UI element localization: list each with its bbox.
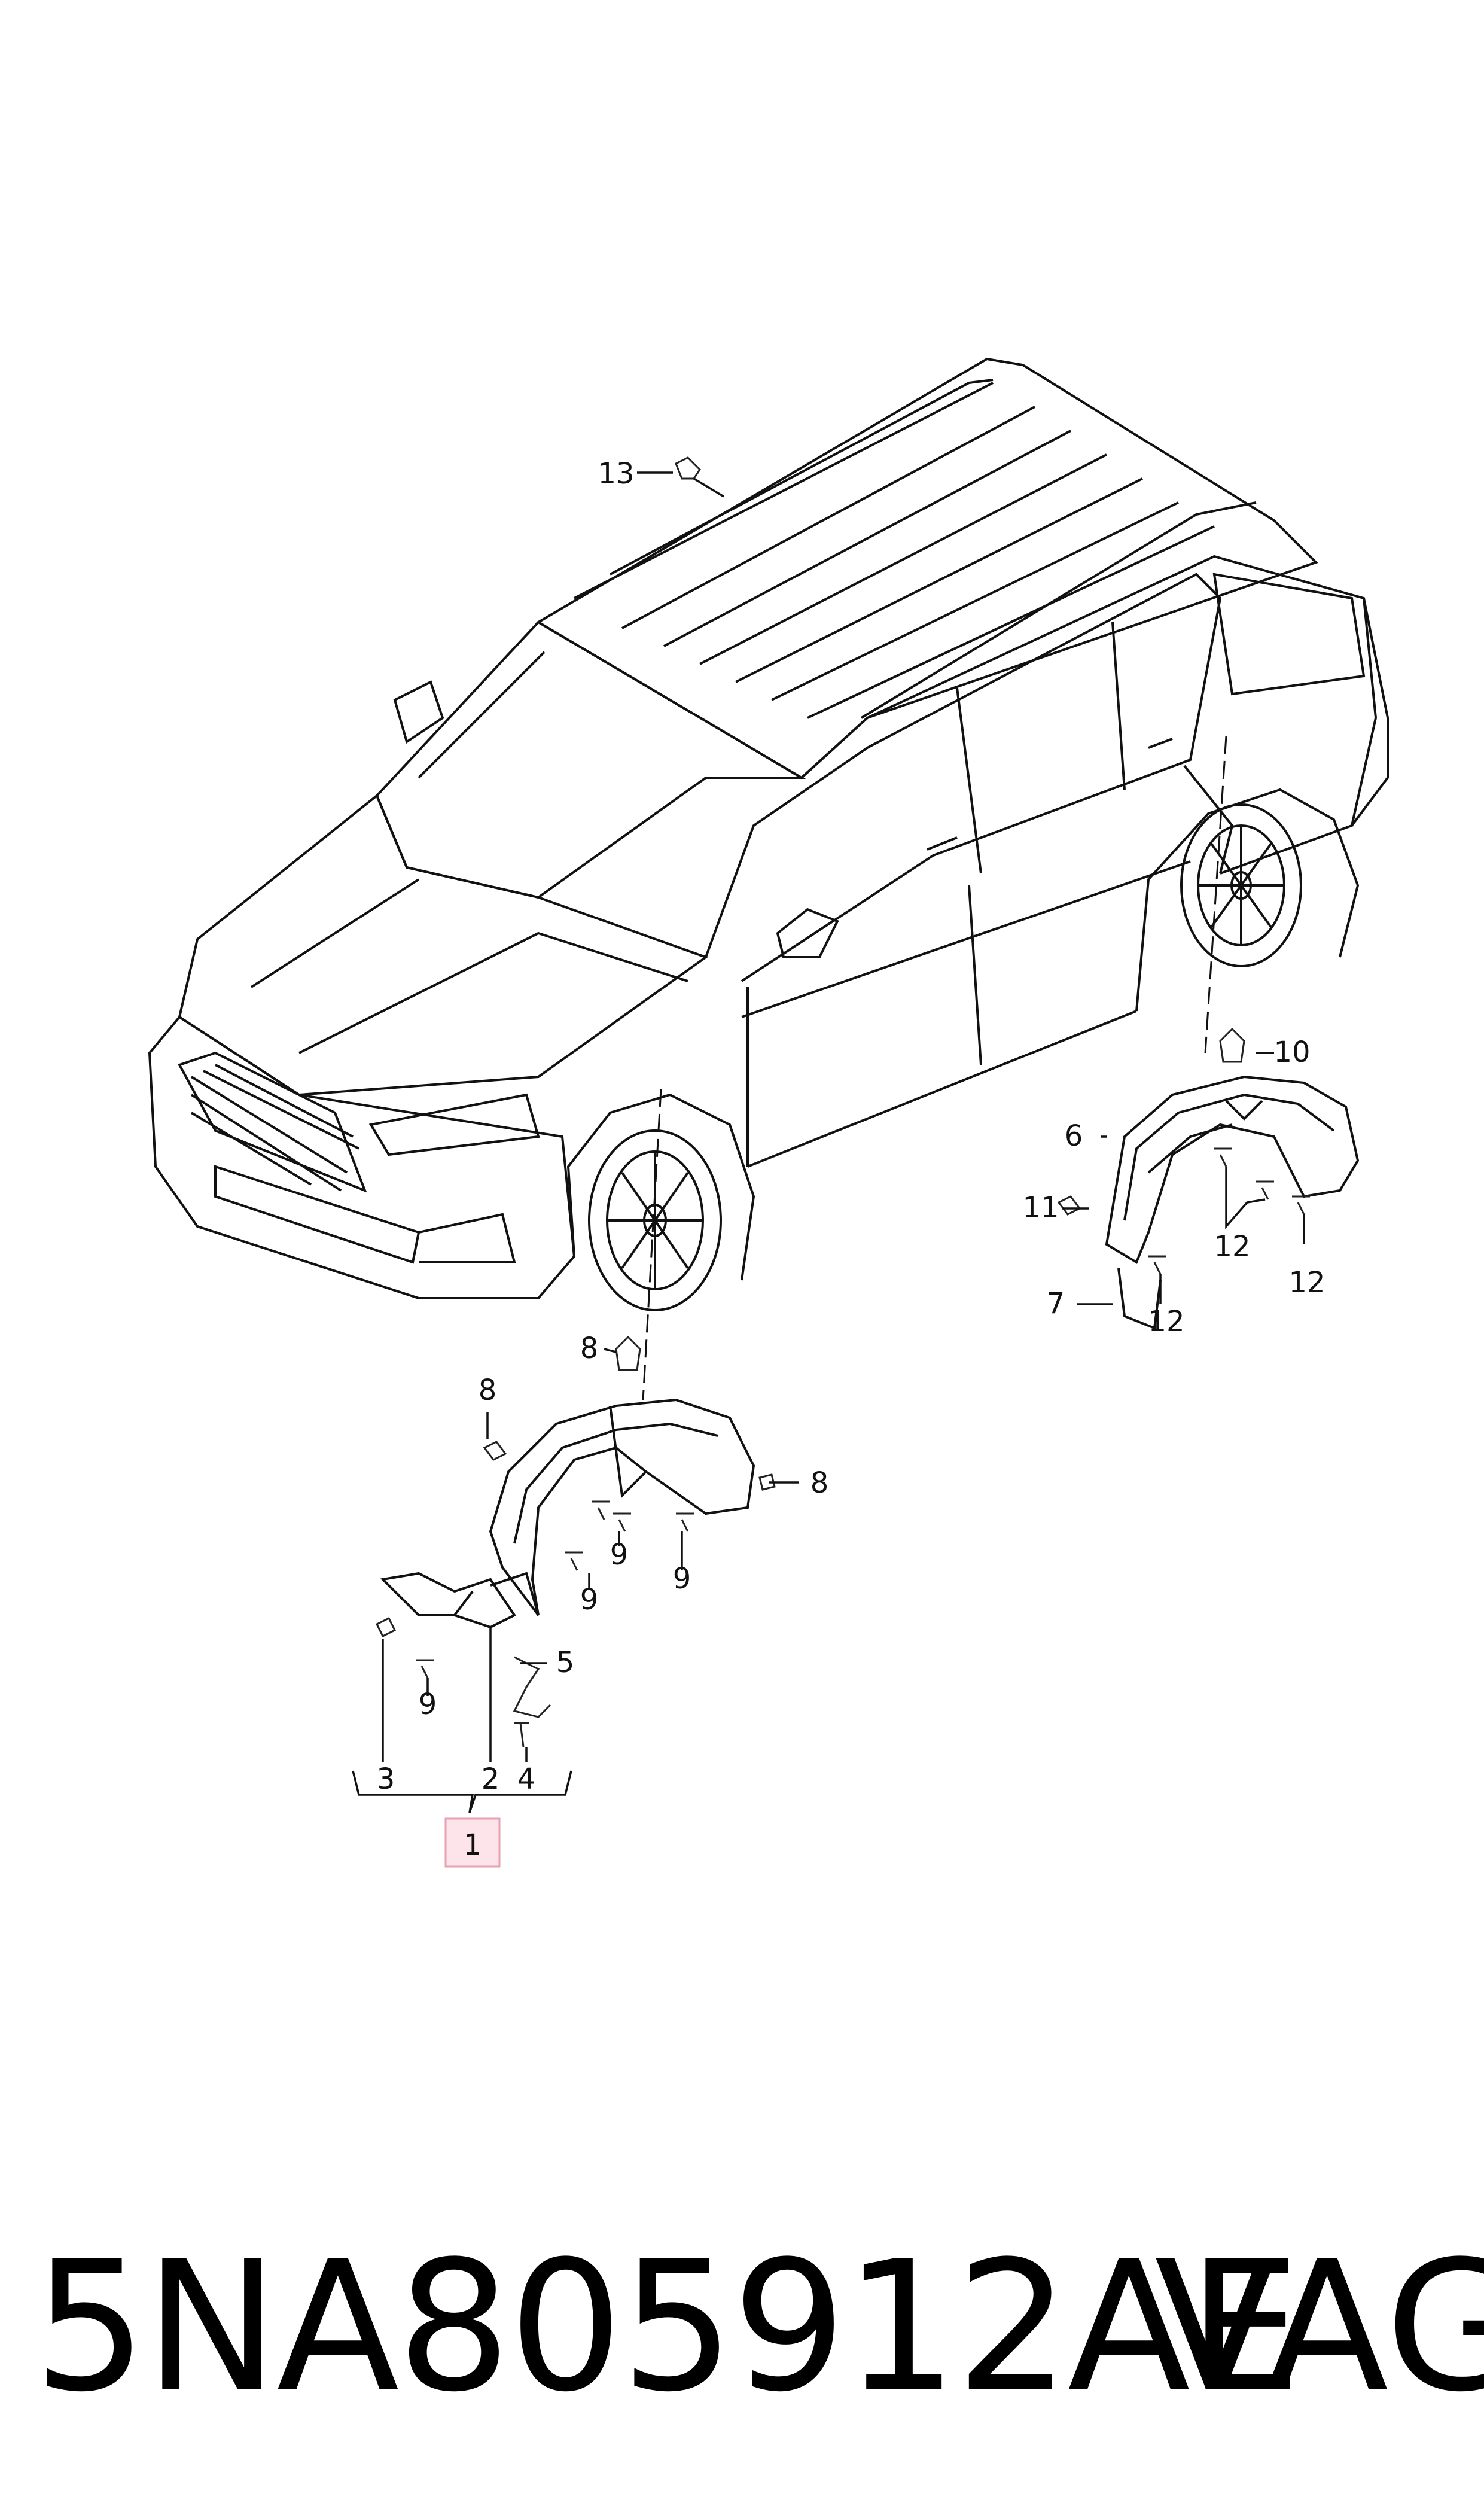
brand-name: VAG [1154, 2222, 1484, 2431]
bracket-2-5-icon [513, 1656, 551, 1718]
clip-8-right-icon [758, 1473, 776, 1491]
clip-13-icon [675, 456, 701, 480]
clip-8-left-icon [483, 1441, 507, 1461]
callout-10: 10 [1273, 1036, 1310, 1069]
screw-9d-icon [565, 1551, 583, 1571]
screw-12a-icon [1214, 1147, 1232, 1167]
front-locator-line [642, 1088, 662, 1400]
screw-9e-icon [416, 1659, 434, 1679]
part-number: 5NA805912AE [33, 2222, 1301, 2431]
screw-9a-icon [613, 1512, 631, 1532]
callout-12-c: 12 [1148, 1305, 1184, 1338]
callout-8-right: 8 [810, 1466, 829, 1500]
callout-7: 7 [1047, 1287, 1065, 1320]
callout-12-b: 12 [1288, 1266, 1325, 1299]
fastener-glyphs [375, 456, 1310, 1747]
clip-11-icon [1057, 1195, 1081, 1216]
callout-2: 2 [482, 1762, 500, 1796]
nut-10-icon [1219, 1027, 1245, 1063]
callout-13: 13 [598, 457, 634, 491]
rear-locator-line [1204, 735, 1227, 1054]
leader-lines [352, 471, 1305, 1813]
callout-11: 11 [1022, 1191, 1059, 1225]
screw-12d-icon [1148, 1255, 1166, 1275]
vehicle-illustration [148, 357, 1389, 1311]
callout-9-b: 9 [673, 1562, 691, 1596]
callout-9-d: 9 [419, 1688, 437, 1721]
screw-12c-icon [1292, 1195, 1310, 1215]
callout-4: 4 [517, 1762, 536, 1796]
callout-9-a: 9 [610, 1538, 629, 1572]
highlighted-part-box [444, 1817, 501, 1868]
front-liner-illustration [380, 1398, 755, 1629]
callout-8-left: 8 [479, 1374, 497, 1407]
callout-1: 1 [464, 1828, 482, 1862]
callout-9-c: 9 [580, 1583, 599, 1616]
screw-4-icon [514, 1722, 529, 1747]
rear-liner-illustration [1105, 1075, 1360, 1330]
callout-3: 3 [377, 1762, 395, 1796]
nut-8-icon [615, 1335, 641, 1371]
screw-12b-icon [1256, 1180, 1274, 1200]
callout-8-top: 8 [580, 1332, 599, 1365]
callout-12-a: 12 [1214, 1230, 1250, 1263]
callout-6: 6 [1065, 1119, 1083, 1153]
callout-5: 5 [556, 1646, 575, 1679]
screw-9c-icon [676, 1512, 694, 1532]
clip-3-icon [375, 1616, 397, 1638]
screw-9b-icon [592, 1500, 610, 1520]
